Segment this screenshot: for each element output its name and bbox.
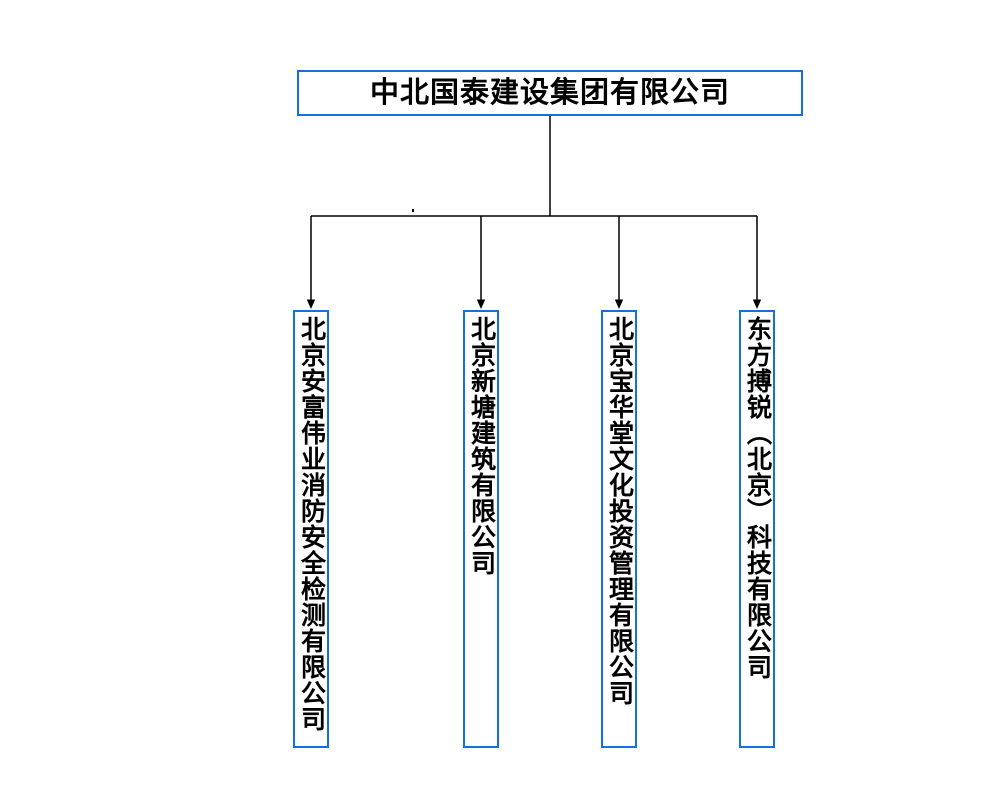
subsidiary-label-3: 北京宝华堂文化投资管理有限公司: [605, 316, 634, 706]
subsidiary-box-3: 北京宝华堂文化投资管理有限公司: [601, 310, 637, 748]
down-arrow-icon: [476, 299, 486, 309]
down-arrow-icon: [614, 299, 624, 309]
subsidiary-box-4: 东方搏锐（北京）科技有限公司: [739, 310, 775, 748]
subsidiary-box-2: 北京新塘建筑有限公司: [463, 310, 499, 748]
stray-dot: [412, 209, 414, 212]
subsidiary-label-2: 北京新塘建筑有限公司: [467, 316, 496, 576]
root-company-box: 中北国泰建设集团有限公司: [297, 70, 803, 116]
down-arrow-icon: [306, 299, 316, 309]
arrowhead-group: [306, 209, 762, 309]
down-arrow-icon: [752, 299, 762, 309]
subsidiary-box-1: 北京安富伟业消防安全检测有限公司: [293, 310, 329, 748]
root-company-label: 中北国泰建设集团有限公司: [369, 76, 730, 109]
connector-line-group: [310, 116, 758, 301]
subsidiary-label-1: 北京安富伟业消防安全检测有限公司: [297, 316, 326, 732]
subsidiary-label-4: 东方搏锐（北京）科技有限公司: [743, 316, 772, 680]
